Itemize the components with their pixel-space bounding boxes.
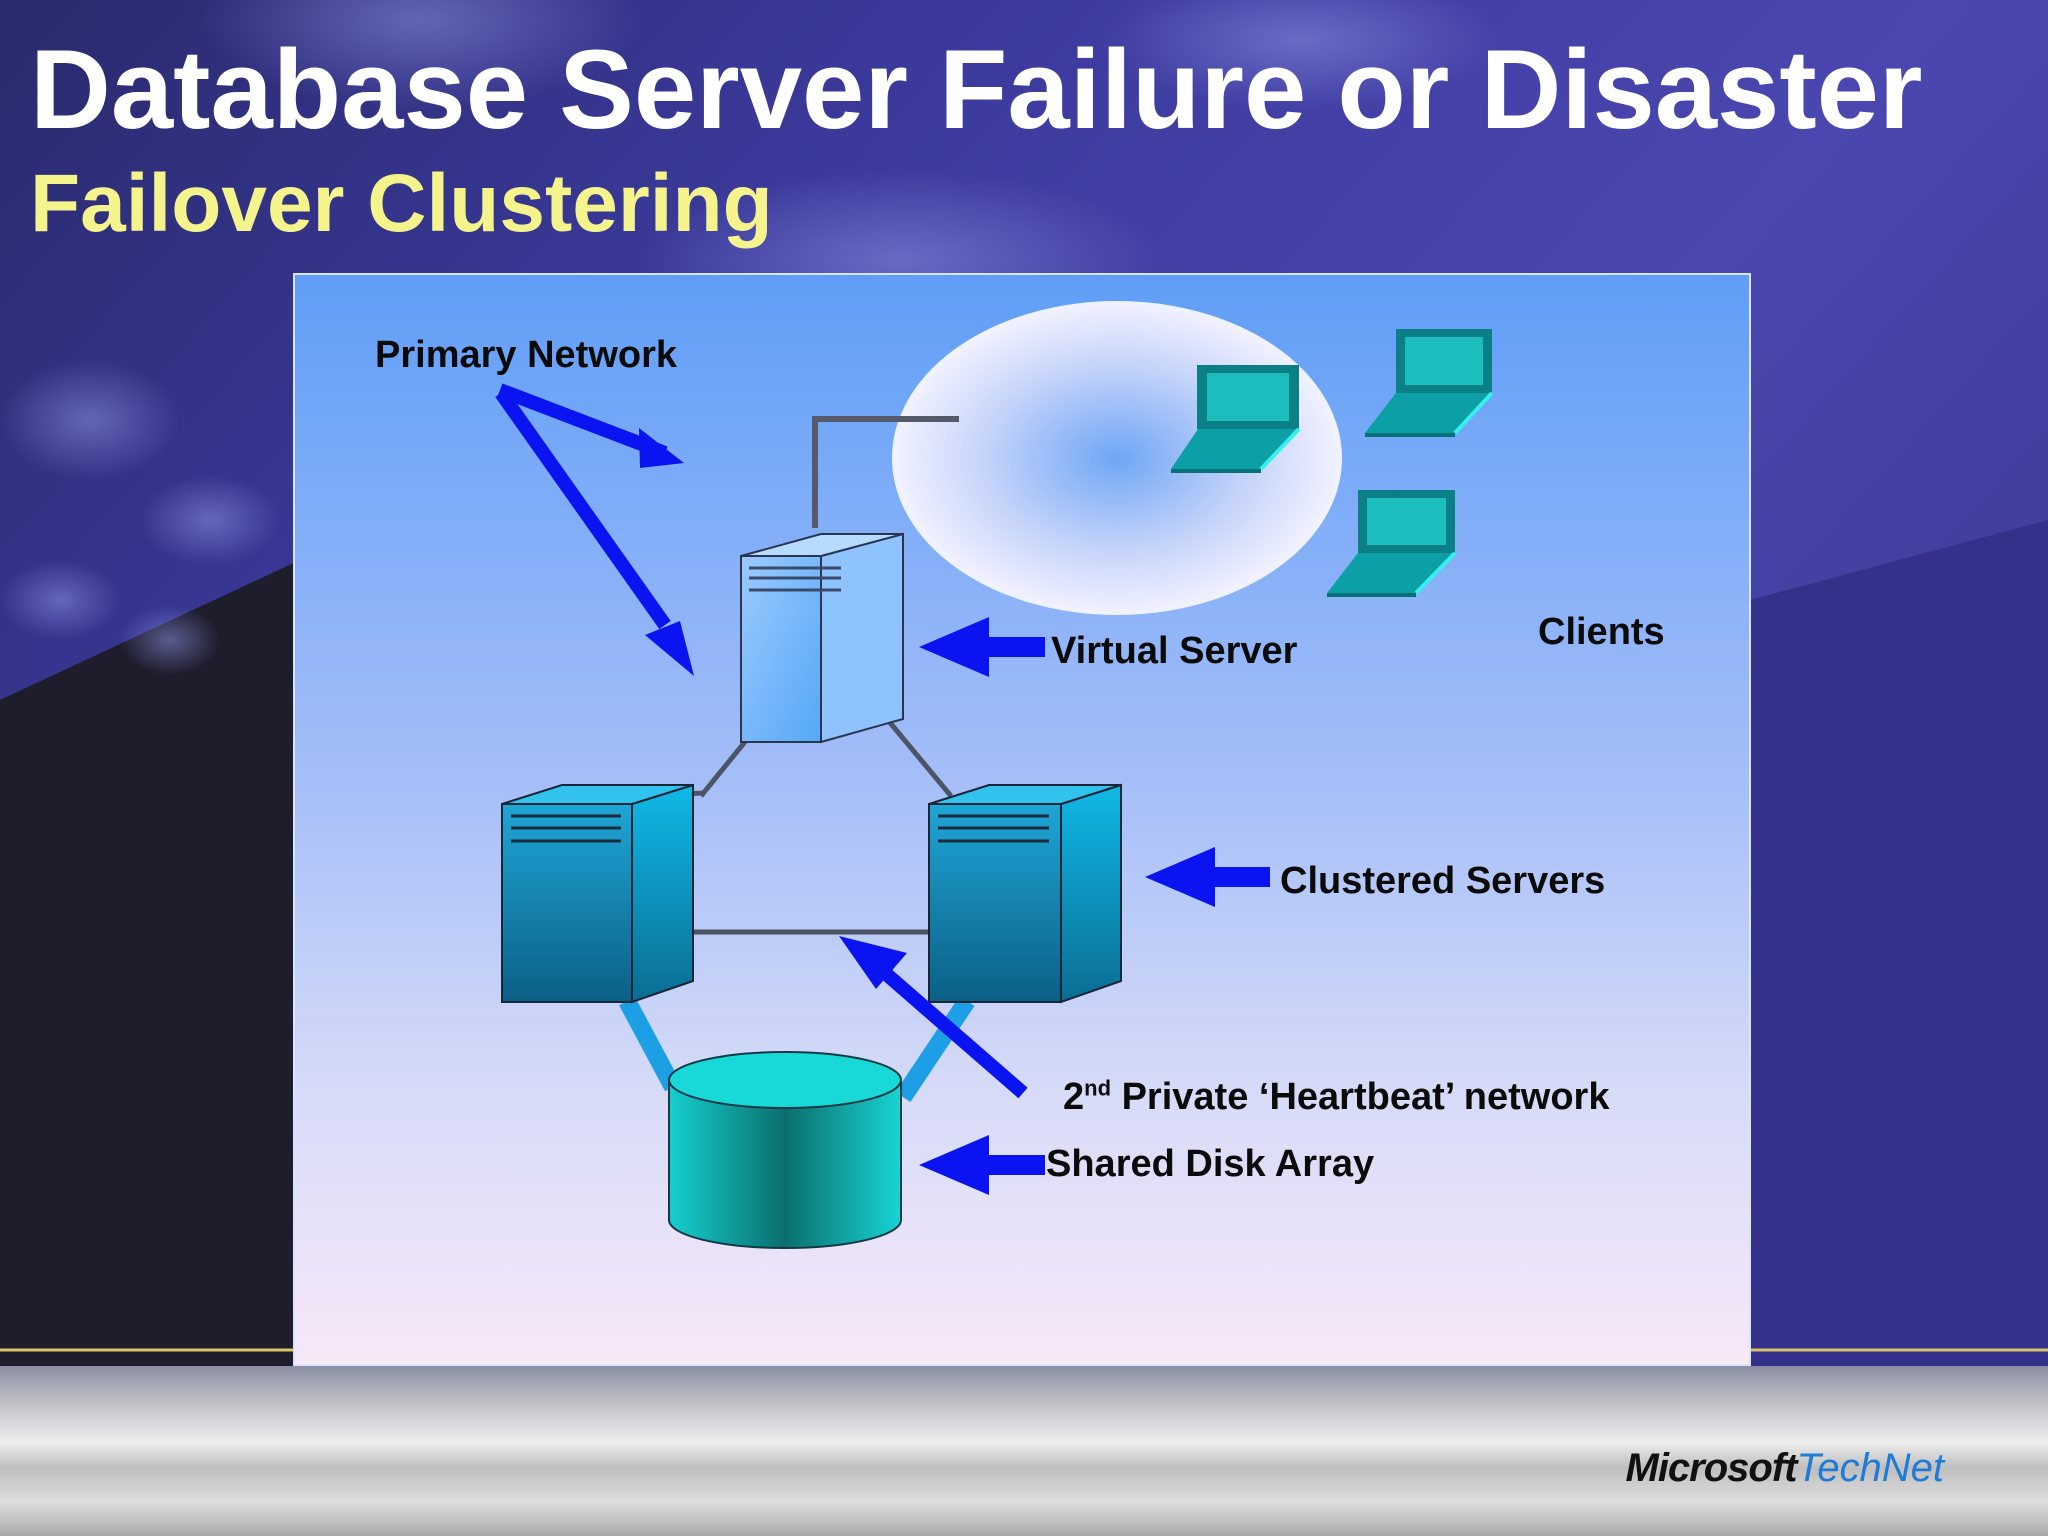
disk-link-right — [895, 996, 975, 1102]
clients-label: Clients — [1538, 611, 1665, 653]
laptop-icon — [1365, 329, 1494, 437]
arrow-icon — [1145, 847, 1270, 907]
footer-bar — [0, 1366, 2048, 1536]
virtual-server-label: Virtual Server — [1051, 630, 1298, 672]
slide-title: Database Server Failure or Disaster — [30, 27, 1923, 152]
arrow-icon — [919, 617, 1045, 677]
logo-product: TechNet — [1796, 1446, 1945, 1490]
server-icon — [928, 783, 1122, 1004]
disk-link-left — [619, 996, 681, 1092]
disk-array-icon — [668, 1051, 902, 1249]
arrow-icon — [919, 1135, 1045, 1195]
shared-disk-label: Shared Disk Array — [1046, 1143, 1375, 1185]
primary-network-label: Primary Network — [375, 334, 678, 376]
arrow-icon — [495, 383, 694, 676]
slide-subtitle: Failover Clustering — [30, 158, 773, 249]
clustered-servers-label: Clustered Servers — [1280, 860, 1606, 902]
virtual-server-icon — [740, 532, 904, 744]
heartbeat-network-label: 2nd Private ‘Heartbeat’ network — [1063, 1075, 1609, 1119]
laptop-icon — [1171, 365, 1301, 473]
cluster-diagram — [495, 301, 1494, 1249]
microsoft-technet-logo: MicrosoftTechNet — [1626, 1446, 1945, 1491]
heartbeat-suffix: nd — [1084, 1075, 1112, 1101]
laptop-icon — [1327, 490, 1457, 597]
diagram-panel: Primary Network Virtual Server Clients C… — [293, 273, 1751, 1366]
server-icon — [501, 783, 694, 1004]
heartbeat-prefix: 2 — [1063, 1076, 1085, 1118]
heartbeat-text: Private ‘Heartbeat’ network — [1111, 1076, 1610, 1118]
arrow-icon — [839, 936, 1028, 1099]
logo-brand: Microsoft — [1625, 1446, 1798, 1490]
